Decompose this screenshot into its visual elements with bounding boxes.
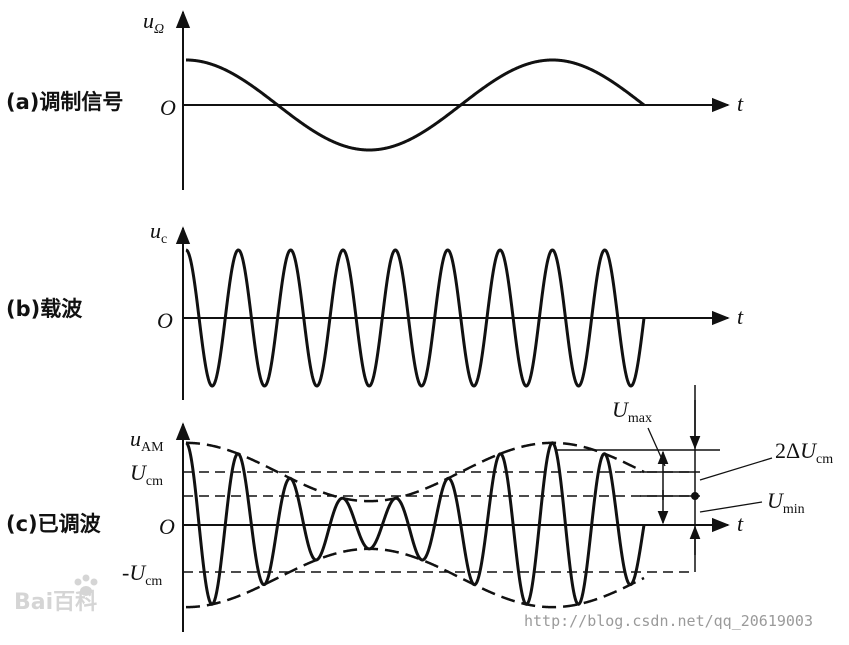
umax-pointer-line — [647, 427, 666, 467]
panel-b-origin-label: O — [157, 308, 173, 333]
panel-b-title: (b)载波 — [6, 297, 83, 321]
upper-envelope — [186, 441, 645, 503]
panel-a: uΩ O t (a)调制信号 — [6, 8, 744, 190]
panel-a-t-label: t — [737, 91, 744, 116]
ucm-neg-label: -Ucm — [122, 560, 162, 589]
panel-c-t-label: t — [737, 511, 744, 536]
panel-b-y-label: uc — [150, 218, 167, 247]
modulating-signal-wave — [186, 58, 645, 152]
panel-c-y-label: uAM — [130, 426, 164, 455]
carrier-wave — [185, 248, 646, 388]
ucm-pos-label: Ucm — [130, 460, 163, 489]
panel-c-origin-label: O — [159, 514, 175, 539]
baidu-logo-text: Bai百科 — [14, 590, 97, 615]
panel-b-t-label: t — [737, 304, 744, 329]
umin-pointer-line — [699, 501, 763, 513]
am-wave — [185, 441, 646, 606]
delta-pointer-line — [699, 457, 773, 481]
umax-label: Umax — [612, 397, 652, 426]
panel-a-origin-label: O — [160, 95, 176, 120]
lower-envelope — [186, 547, 645, 609]
panel-a-y-label: uΩ — [143, 8, 164, 37]
panel-c: uAM Ucm O -Ucm t (c)已调波 Umax 2ΔUcm Umin — [6, 385, 833, 632]
panel-a-title: (a)调制信号 — [6, 90, 123, 114]
csdn-url-watermark: http://blog.csdn.net/qq_20619003 — [524, 612, 813, 630]
panel-c-title: (c)已调波 — [6, 512, 102, 536]
delta-ucm-label: 2ΔUcm — [775, 438, 833, 467]
paw-icon — [74, 574, 98, 596]
umin-label: Umin — [767, 488, 805, 517]
panel-b: uc O t (b)载波 — [6, 218, 744, 400]
umin-dot — [691, 492, 699, 500]
baidu-watermark: Bai百科 — [14, 574, 98, 615]
